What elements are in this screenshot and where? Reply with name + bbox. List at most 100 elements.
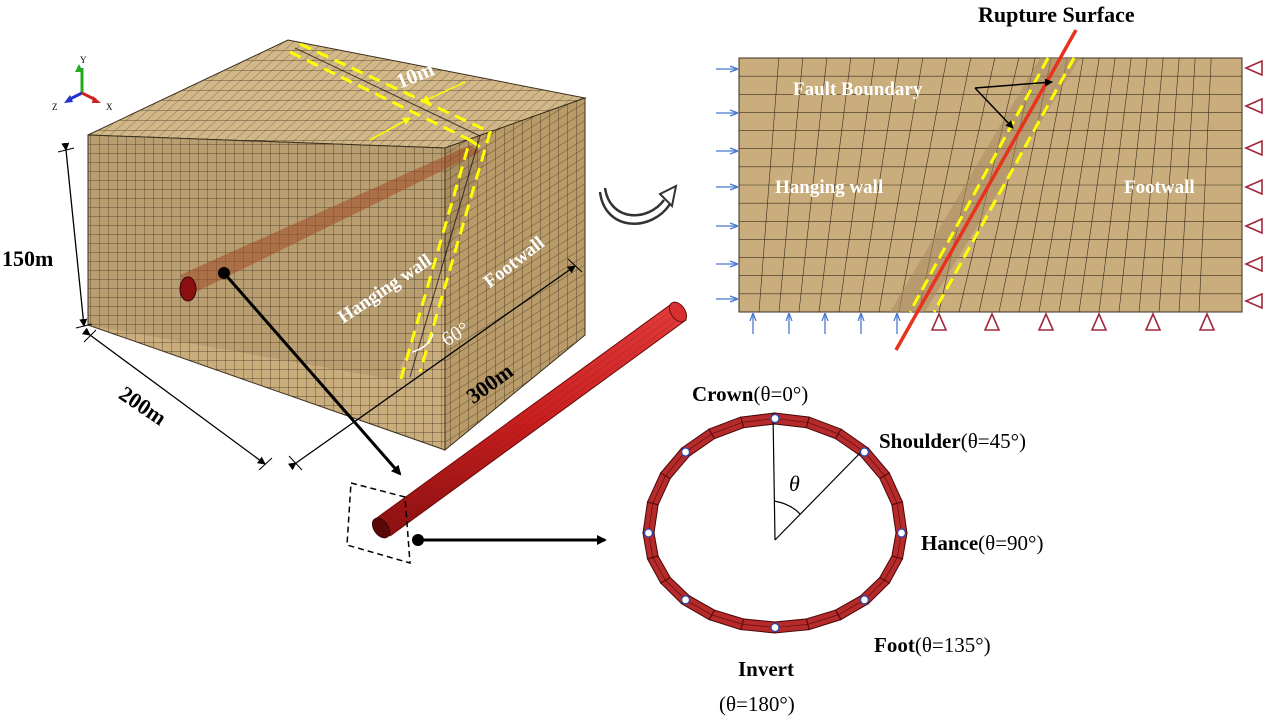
roller-support-bottom <box>1037 312 1055 331</box>
ring-segment-midline <box>685 433 712 453</box>
roller-support-bottom <box>1090 312 1108 331</box>
ring-segment-midline <box>652 475 666 504</box>
connector-arrow-tube <box>222 272 402 476</box>
roller-support-bottom <box>1144 312 1162 331</box>
roller-support-right <box>1244 178 1263 196</box>
mesh-v-line <box>1058 57 1100 313</box>
roller-support-bottom <box>930 312 948 331</box>
ring-segment-midline <box>774 418 808 423</box>
bottom-roller-supports <box>930 312 1216 331</box>
ring-segment <box>805 609 842 631</box>
fault-boundary-left <box>908 57 1050 313</box>
roller-support-right <box>1244 59 1263 77</box>
ring-node <box>770 622 780 633</box>
rupture-surface-title: Rupture Surface <box>978 2 1135 27</box>
ring-segment-midline <box>838 599 865 616</box>
ring-segment-midline <box>652 557 666 581</box>
ring-segments <box>642 412 908 634</box>
fault-zone-dense-mesh <box>890 58 1080 312</box>
fault-boundary-label: Fault Boundary <box>793 79 923 100</box>
tunnel-inside-block <box>180 145 480 295</box>
tunnel-portal <box>179 276 197 302</box>
ring-node <box>680 595 691 605</box>
fault-boundary-pointer-2 <box>974 87 1014 129</box>
mesh-v-line <box>1038 57 1084 313</box>
ring-segment-midline <box>896 503 902 534</box>
ring-node <box>680 447 691 457</box>
shoulder-label: Shoulder(θ=45°) <box>879 429 1026 453</box>
ring-segment-midline <box>884 475 898 504</box>
roller-support-right <box>1244 139 1263 157</box>
axis-triad: Y Z X <box>52 55 113 112</box>
fault-boundary-right <box>932 57 1076 313</box>
mesh-v-line <box>1078 57 1116 313</box>
ring-radius-crown <box>772 412 776 541</box>
section-2d: Rupture Surface Fault Boundary Hanging w… <box>716 2 1263 351</box>
ring-segment-midline <box>648 503 654 534</box>
bottom-load-arrows <box>753 314 897 334</box>
crown-label: Crown(θ=0°) <box>692 382 808 406</box>
mesh-v-line <box>1098 57 1132 313</box>
mesh-v-line <box>838 57 876 313</box>
mesh-v-line <box>1018 57 1068 313</box>
ring-segment-midline <box>665 580 686 601</box>
axis-z-label: Z <box>52 102 58 112</box>
section-hanging-wall-label: Hanging wall <box>775 177 883 198</box>
rotate-arrow-icon <box>598 184 678 225</box>
ring-node <box>896 528 907 538</box>
axis-x-label: X <box>106 102 113 112</box>
mesh-v-line <box>1198 57 1212 313</box>
invert-angle-label: (θ=180°) <box>719 692 795 716</box>
ring-segment <box>708 609 745 631</box>
roller-support-right <box>1244 255 1263 273</box>
roller-support-bottom <box>1198 312 1216 331</box>
roller-support-bottom <box>983 312 1001 331</box>
ring-segment-midline <box>864 580 885 601</box>
ring-segment-midline <box>742 623 776 628</box>
ring-segment-midline <box>807 422 839 435</box>
ring-segment <box>805 416 842 440</box>
ring-segment-midline <box>742 418 776 423</box>
ring-segment-midline <box>685 599 712 616</box>
hance-label: Hance(θ=90°) <box>921 531 1043 555</box>
ring-monitor-points <box>643 413 907 633</box>
ring-segment-midline <box>711 614 743 625</box>
mesh-v-line <box>1138 57 1164 313</box>
mesh-v-line <box>898 57 948 313</box>
ring-segment-midline <box>711 422 743 435</box>
ring-segment-midline <box>864 451 885 476</box>
mesh-v-line <box>758 57 780 313</box>
ring-segment <box>708 416 745 440</box>
ring-segment-midline <box>774 623 808 628</box>
lining-ring: θ Crown(θ=0°) Shoulder(θ=45°) Hance(θ=90… <box>642 382 1043 716</box>
ring-node <box>770 413 780 424</box>
ring-segment-midline <box>884 557 898 581</box>
axis-y-label: Y <box>80 55 87 65</box>
ring-segment-midline <box>838 433 865 453</box>
mesh-v-line <box>1118 57 1148 313</box>
roller-support-right <box>1244 97 1263 115</box>
ring-segment-midline <box>807 614 839 625</box>
ring-segment <box>646 472 671 506</box>
dim-150m-label: 150m <box>2 246 53 271</box>
ring-radius-shoulder <box>774 448 865 541</box>
right-roller-supports <box>1244 59 1263 310</box>
section-marker-box <box>346 482 411 565</box>
mesh-v-line <box>858 57 900 313</box>
mesh-v-line <box>1158 57 1180 313</box>
foot-label: Foot(θ=135°) <box>874 633 991 657</box>
roller-support-right <box>1244 217 1263 235</box>
ring-segment <box>879 472 904 506</box>
ring-node <box>643 528 654 538</box>
mesh-v-line <box>878 57 924 313</box>
tunnel-tube <box>371 301 688 539</box>
mesh-v-line <box>1178 57 1196 313</box>
ring-segment <box>646 555 671 584</box>
ring-node <box>859 595 870 605</box>
fault-boundary-pointer-1 <box>974 78 1053 89</box>
dimension-height: 150m <box>2 142 93 329</box>
lateral-load-arrows <box>716 69 737 299</box>
roller-support-right <box>1244 292 1263 310</box>
mesh-v-line <box>778 57 804 313</box>
